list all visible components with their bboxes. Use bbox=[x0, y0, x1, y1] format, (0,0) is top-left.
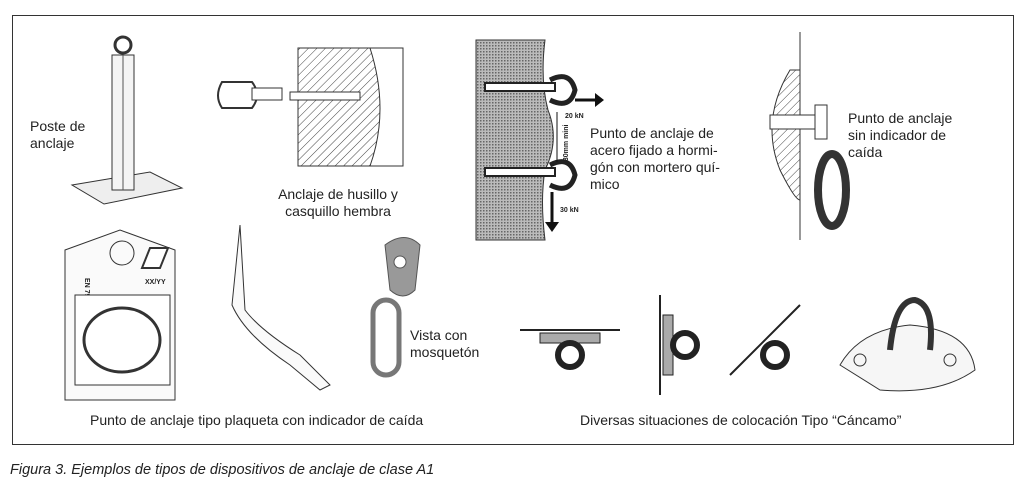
concrete-anchor-drawing: 20 kN 30 kN 130mm mini bbox=[475, 39, 604, 241]
plate-standard-text: EN 795-A bbox=[83, 278, 90, 309]
label-steel-anchor: Punto de anclaje de acero fijado a hormi… bbox=[590, 125, 720, 192]
label-spindle-anchor: Anclaje de husillo y casquillo hembra bbox=[278, 186, 398, 219]
force-label-vertical: 30 kN bbox=[560, 207, 579, 214]
plate-anchor-drawing: EN 795-A XX/YY bbox=[64, 224, 421, 401]
eye-anchor-drawing bbox=[769, 32, 850, 240]
spacing-label: 130mm mini bbox=[563, 124, 570, 165]
figure-frame bbox=[12, 15, 1014, 445]
force-label-horizontal: 20 kN bbox=[565, 113, 584, 120]
label-post-anchor: Poste de anclaje bbox=[30, 118, 86, 151]
label-plate-anchor: Punto de anclaje tipo plaqueta con indic… bbox=[90, 412, 424, 428]
eyebolt-placements-drawing bbox=[520, 295, 976, 395]
label-no-indicator-anchor: Punto de anclaje sin indicador de caída bbox=[848, 110, 953, 160]
label-carabiner-view: Vista con mosquetón bbox=[410, 327, 480, 360]
plate-code-text: XX/YY bbox=[145, 279, 166, 286]
post-anchor-drawing bbox=[70, 35, 184, 205]
label-eyebolt-placements: Diversas situaciones de colocación Tipo … bbox=[580, 412, 902, 428]
spindle-anchor-drawing bbox=[217, 47, 404, 167]
figure-caption: Figura 3. Ejemplos de tipos de dispositi… bbox=[10, 462, 435, 478]
